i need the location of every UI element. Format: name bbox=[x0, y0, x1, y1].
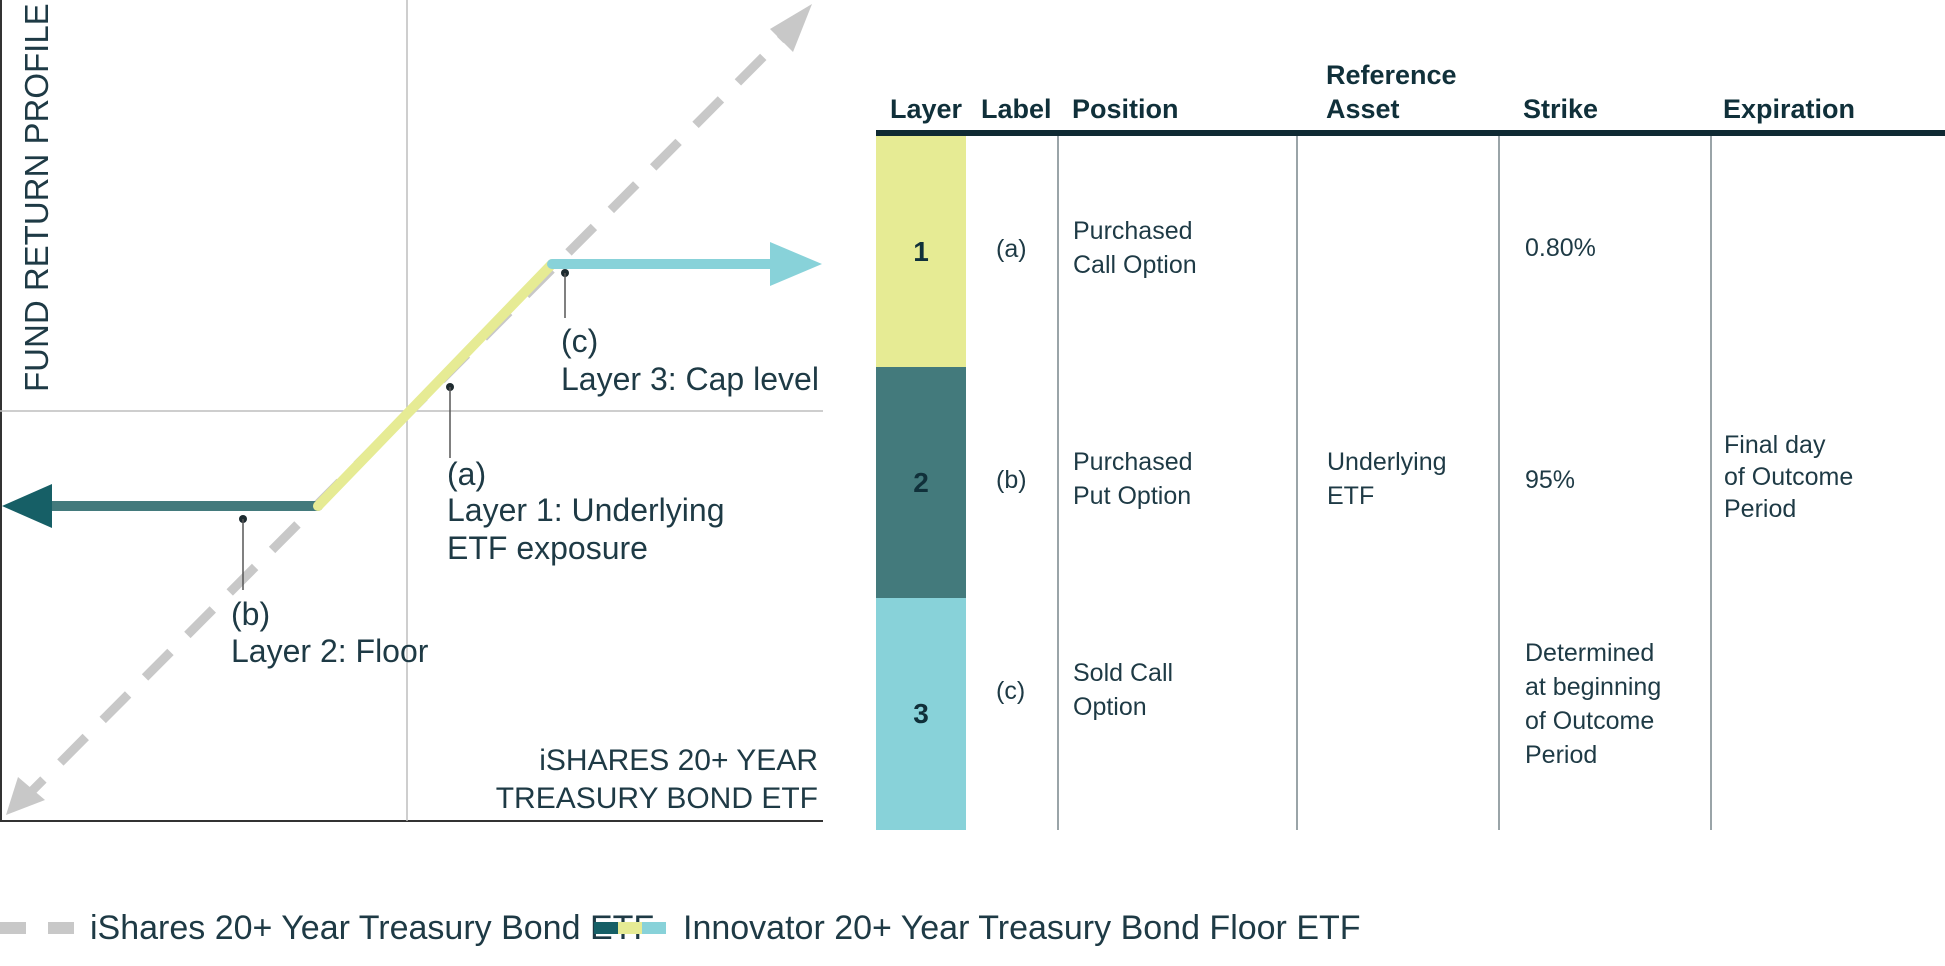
layer-3-band: 3 bbox=[876, 598, 966, 830]
strategy-table: Layer Label Position Reference Asset Str… bbox=[876, 50, 1945, 830]
header-reference-asset-line1: Reference bbox=[1326, 60, 1457, 90]
annotation-b-marker: (b) bbox=[231, 596, 270, 632]
reference-asset-value: Underlying ETF bbox=[1327, 448, 1447, 510]
three-layer-legend-icon bbox=[594, 922, 666, 934]
header-expiration: Expiration bbox=[1723, 94, 1856, 124]
header-label: Label bbox=[981, 94, 1052, 124]
row-3-label: (c) bbox=[996, 677, 1026, 705]
row-2-label: (b) bbox=[996, 466, 1027, 494]
benchmark-arrow-up-icon bbox=[770, 4, 812, 52]
row-3-position: Sold Call Option bbox=[1073, 659, 1174, 721]
annotation-b-line1: Layer 2: Floor bbox=[231, 633, 429, 669]
row-1-label: (a) bbox=[996, 235, 1027, 263]
header-reference-asset-line2: Asset bbox=[1326, 94, 1400, 124]
row-1-position: Purchased Call Option bbox=[1073, 217, 1197, 279]
row-3-strike: Determined at beginning of Outcome Perio… bbox=[1525, 639, 1662, 769]
cap-arrow-right-icon bbox=[770, 242, 822, 286]
header-rule bbox=[876, 130, 1945, 136]
layer1-underlying-line bbox=[313, 259, 557, 511]
annotation-c-marker: (c) bbox=[561, 323, 598, 359]
layer-2-band: 2 bbox=[876, 367, 966, 598]
layer-1-band: 1 bbox=[876, 136, 966, 367]
expiration-value: Final day of Outcome Period bbox=[1724, 431, 1854, 523]
y-axis-title: FUND RETURN PROFILE bbox=[18, 3, 55, 392]
column-divider bbox=[1710, 136, 1712, 830]
row-2-strike: 95% bbox=[1525, 466, 1576, 494]
row-1-strike: 0.80% bbox=[1525, 234, 1596, 262]
dashed-line-legend-icon bbox=[0, 922, 74, 934]
annotation-a-line2: ETF exposure bbox=[447, 530, 648, 566]
x-axis-title-line2: TREASURY BOND ETF bbox=[496, 782, 818, 815]
payoff-diagram: (a) Layer 1: Underlying ETF exposure (b)… bbox=[0, 0, 823, 822]
benchmark-arrow-down-icon bbox=[6, 777, 45, 815]
header-strike: Strike bbox=[1523, 94, 1599, 124]
column-divider bbox=[1498, 136, 1500, 830]
legend-item-benchmark: iShares 20+ Year Treasury Bond ETF bbox=[90, 909, 655, 947]
annotation-a-line1: Layer 1: Underlying bbox=[447, 492, 724, 528]
header-layer: Layer bbox=[890, 94, 963, 124]
legend-item-fund: Innovator 20+ Year Treasury Bond Floor E… bbox=[683, 909, 1361, 947]
annotation-a-marker: (a) bbox=[447, 456, 486, 492]
annotation-c-line1: Layer 3: Cap level bbox=[561, 361, 819, 397]
row-2-position: Purchased Put Option bbox=[1073, 448, 1193, 510]
floor-arrow-left-icon bbox=[2, 484, 52, 528]
header-position: Position bbox=[1072, 94, 1179, 124]
x-axis-title-line1: iSHARES 20+ YEAR bbox=[539, 744, 818, 777]
column-divider bbox=[1057, 136, 1059, 830]
legend: iShares 20+ Year Treasury Bond ETF Innov… bbox=[0, 906, 1945, 966]
column-divider bbox=[1296, 136, 1298, 830]
